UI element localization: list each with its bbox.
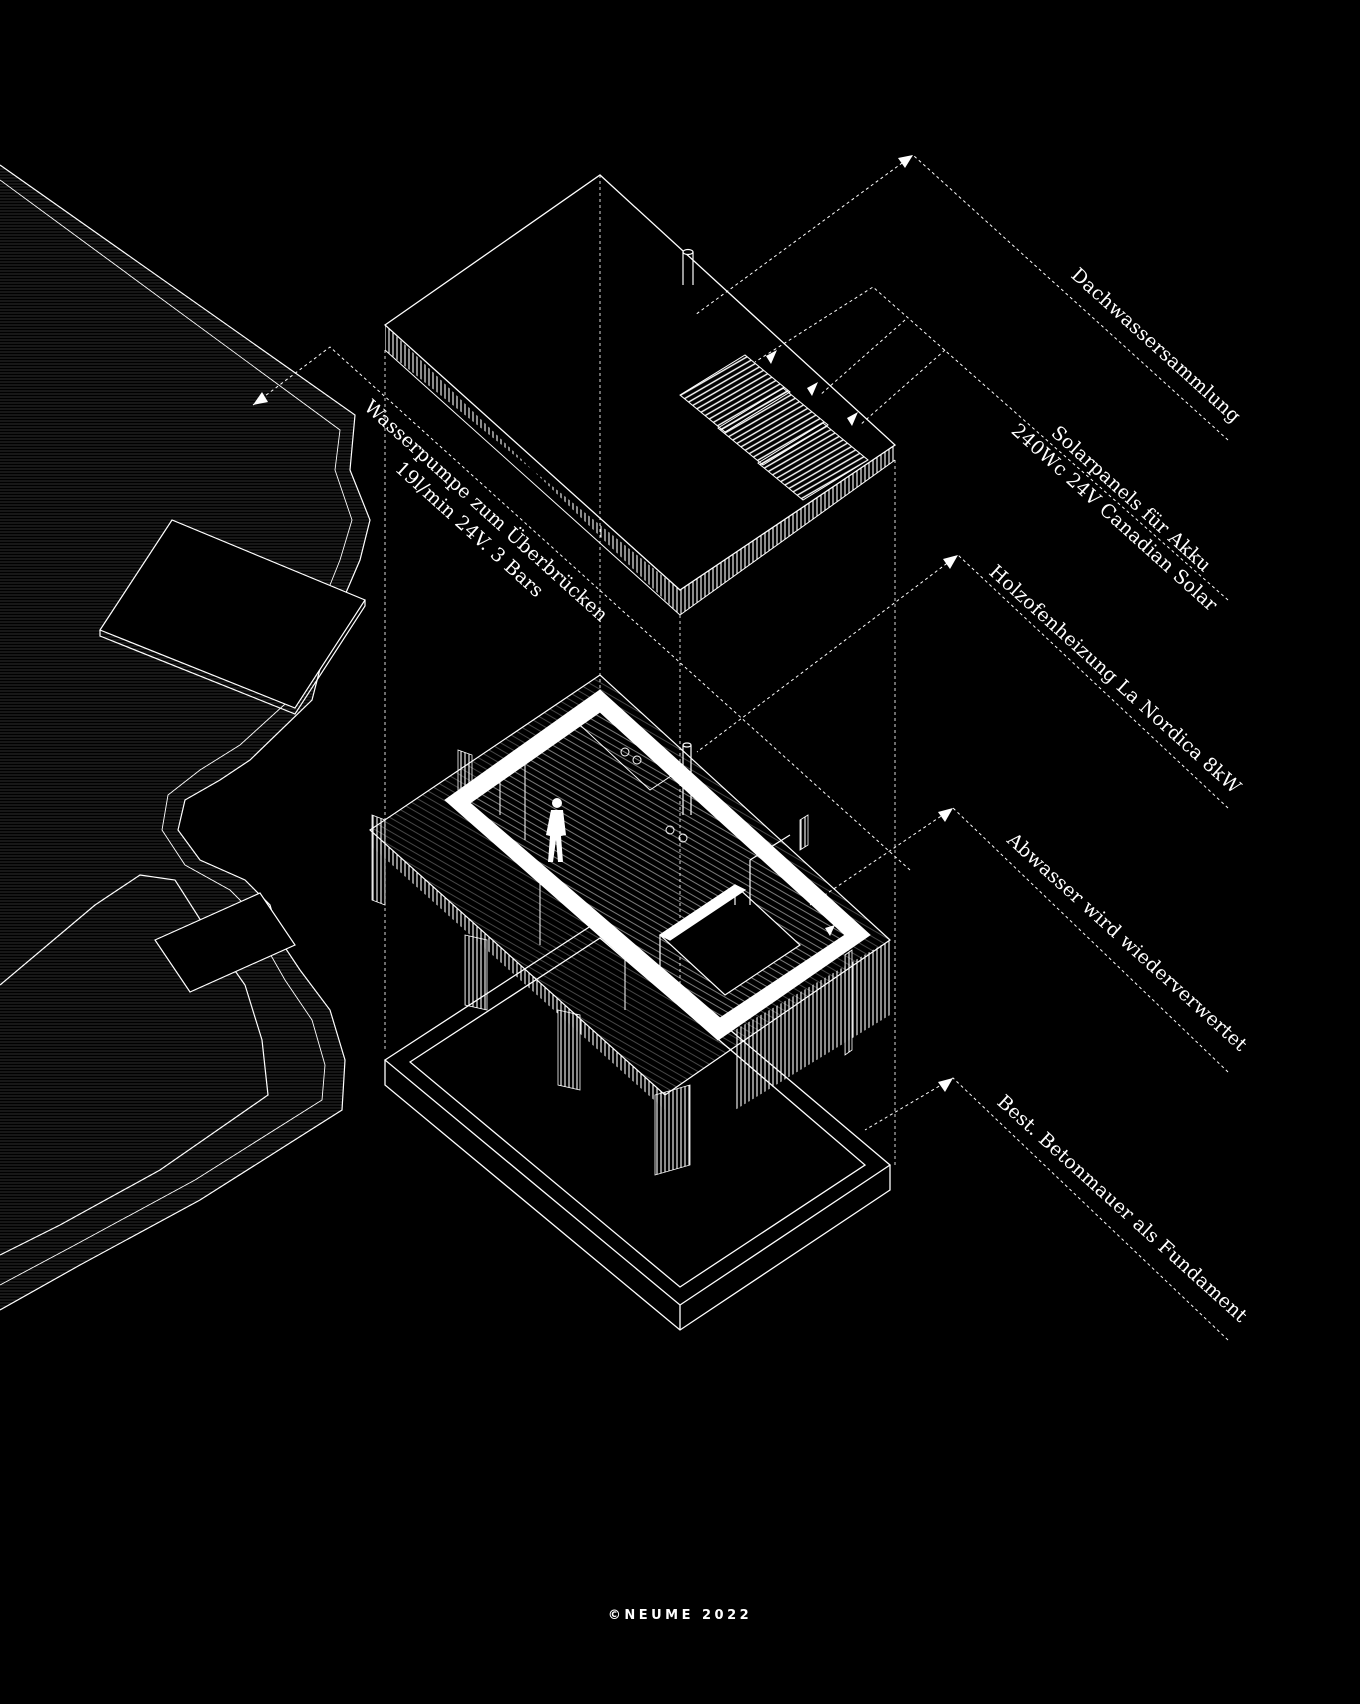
leader-arrowheads <box>253 155 958 1092</box>
leader-solar-1 <box>754 286 1229 601</box>
roof-side-right <box>680 445 895 615</box>
roof-top <box>383 174 897 591</box>
shore-line-inner <box>0 874 269 1256</box>
stove-pipe <box>682 742 692 815</box>
leader-solar-3 <box>859 349 946 426</box>
roof-side-left <box>385 325 680 615</box>
path-line <box>0 179 353 1286</box>
leader-lines <box>252 154 1229 1341</box>
landscape <box>0 164 371 1311</box>
bathroom <box>658 834 801 996</box>
solar-panel-2 <box>717 387 829 466</box>
leader-solar-2 <box>819 319 906 396</box>
roof-slab <box>383 174 897 616</box>
cabin <box>369 674 891 1176</box>
glazing <box>499 765 626 1010</box>
lake-area <box>0 165 370 1310</box>
kitchen <box>579 704 688 843</box>
exterior-walls <box>444 689 871 1041</box>
jetty-large-edge <box>99 600 366 715</box>
leader-pump <box>252 346 911 871</box>
leader-foundation <box>864 1077 1229 1341</box>
person-figure <box>546 798 566 862</box>
leader-stove <box>696 554 1229 809</box>
solar-panel-3 <box>757 422 869 501</box>
chimney-pipe <box>682 248 694 285</box>
shore-line-outer <box>0 164 371 1311</box>
solar-panels <box>679 354 869 501</box>
copyright-credit: ©NEUME 2022 <box>607 1608 753 1623</box>
leader-wastewater <box>809 807 1229 1073</box>
facade-louvres <box>371 749 853 1176</box>
jetty-small <box>154 892 296 993</box>
solar-panel-1 <box>679 354 791 433</box>
deck-side <box>370 830 665 1110</box>
